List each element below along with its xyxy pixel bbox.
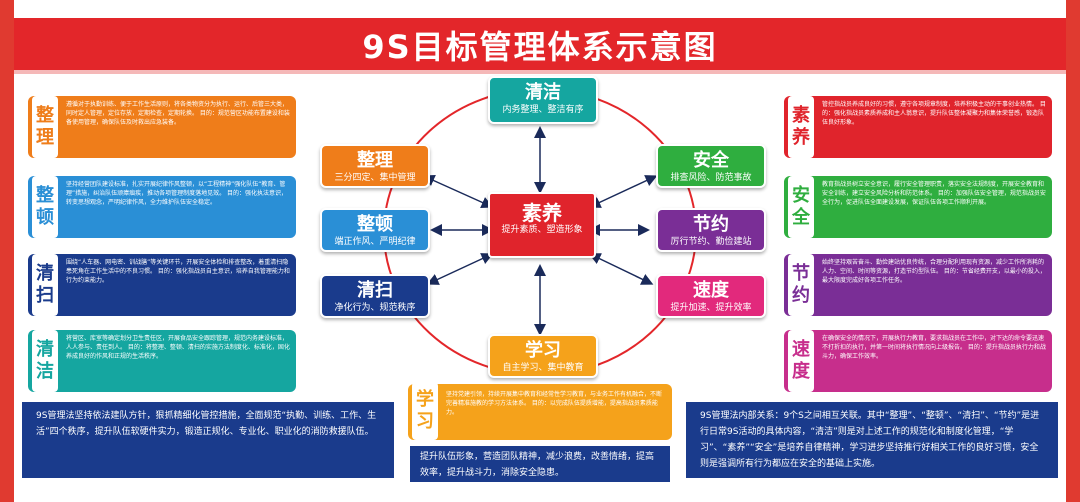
node-anquan: 安全 排查风险、防范事故 <box>656 144 766 188</box>
right-card-anquan: 安全 教育指战员树立安全意识，履行安全管理职责，落实安全法规制度，开展安全教育和… <box>784 176 1052 238</box>
node-subtitle: 排查风险、防范事故 <box>670 173 752 183</box>
node-zhengdun: 整顿 端正作风、严明纪律 <box>320 208 430 252</box>
node-jieyue: 节约 厉行节约、勤俭建站 <box>656 208 766 252</box>
left-card-tag: 整理 <box>32 96 58 158</box>
right-card-jieyue: 节约 始终坚持艰苦奋斗、勤俭建站优良传统，合理分配利用现有资源，减少工作所消耗的… <box>784 254 1052 316</box>
node-title: 清扫 <box>357 280 393 301</box>
left-card-text: 围绕“人车器、网电密、训战膳”等关键环节，开展安全体检和排查整改，着重清扫隐患死… <box>66 259 290 284</box>
left-card-text: 将营区、库室等确定划分卫生责任区，开展食品安全跟踪管理，规范内务建设标准，人人参… <box>66 335 290 360</box>
node-subtitle: 三分四定、集中管理 <box>334 173 416 183</box>
left-card-tag: 整顿 <box>32 176 58 238</box>
node-title: 安全 <box>693 150 729 171</box>
page-title: 9S目标管理体系示意图 <box>362 28 718 66</box>
node-title: 整理 <box>357 150 393 171</box>
node-subtitle: 净化行为、规范秩序 <box>334 303 416 313</box>
bottom-mid-summary: 提升队伍形象，营造团队精神，减少浪费，改善情绪，提高效率，提升战斗力，消除安全隐… <box>408 444 672 484</box>
learn-card-tag: 学习 <box>412 382 438 440</box>
node-title: 节约 <box>693 214 729 235</box>
arrow-r1 <box>588 175 658 208</box>
right-card-tag: 节约 <box>788 254 814 316</box>
node-subtitle: 端正作风、严明纪律 <box>334 237 416 247</box>
bottom-left-summary: 9S管理法坚持依法建队方针，狠抓精细化管控措施，全面规范“执勤、训练、工作、生活… <box>20 400 396 480</box>
node-title: 整顿 <box>357 214 393 235</box>
node-title: 速度 <box>693 280 729 301</box>
right-card-suyang: 素养 管控指战员养成良好的习惯，遵守各项规章制度，培养积极主动的干事创业热情。 … <box>784 96 1052 158</box>
node-subtitle: 厉行节约、勤俭建站 <box>670 237 752 247</box>
right-card-text: 始终坚持艰苦奋斗、勤俭建站优良传统，合理分配利用现有资源，减少工作所消耗的人力、… <box>822 259 1046 284</box>
node-xuexi: 学习 自主学习、集中教育 <box>488 334 598 378</box>
right-card-tag: 素养 <box>788 96 814 158</box>
left-card-qingsao: 清扫 围绕“人车器、网电密、训战膳”等关键环节，开展安全体检和排查整改，着重清扫… <box>28 254 296 316</box>
right-card-tag: 速度 <box>788 330 814 392</box>
node-zhengli: 整理 三分四定、集中管理 <box>320 144 430 188</box>
left-card-text: 坚持经营团队建设标准，扎实开展纪律作风整顿，以“工程精神”强化队伍“教育、管理”… <box>66 181 288 206</box>
left-card-zhengli: 整理 遵循对于执勤训练、便于工作生活原则，将各类物资分为执行、运行、后管三大类，… <box>28 96 296 158</box>
node-title: 清洁 <box>525 82 561 103</box>
node-suyang-center: 素养 提升素质、塑造形象 <box>488 192 596 258</box>
right-card-sudu: 速度 在确保安全的情况下，开展执行力教育，要求指战员在工作中，对下达的命令要迅速… <box>784 330 1052 392</box>
left-card-text: 遵循对于执勤训练、便于工作生活原则，将各类物资分为执行、运行、后管三大类，同时定… <box>66 101 290 126</box>
right-card-text: 教育指战员树立安全意识，履行安全管理职责，落实安全法规制度，开展安全教育和安全训… <box>822 181 1046 206</box>
node-subtitle: 自主学习、集中教育 <box>502 363 584 373</box>
left-card-tag: 清洁 <box>32 330 58 392</box>
node-sudu: 速度 提升加速、提升效率 <box>656 274 766 318</box>
title-bar: 9S目标管理体系示意图 <box>14 18 1066 70</box>
left-card-zhengdun: 整顿 坚持经营团队建设标准，扎实开展纪律作风整顿，以“工程精神”强化队伍“教育、… <box>28 176 296 238</box>
node-subtitle: 提升素质、塑造形象 <box>501 225 583 235</box>
right-card-tag: 安全 <box>788 176 814 238</box>
node-title: 素养 <box>522 201 562 225</box>
node-subtitle: 内务整理、整洁有序 <box>502 105 584 115</box>
node-qingjie: 清洁 内务整理、整洁有序 <box>488 76 598 124</box>
node-qingsao: 清扫 净化行为、规范秩序 <box>320 274 430 318</box>
left-card-tag: 清扫 <box>32 254 58 316</box>
node-title: 学习 <box>525 340 561 361</box>
node-subtitle: 提升加速、提升效率 <box>670 303 752 313</box>
learn-card-text: 坚持党建引领，持续开展集中教育和经常性学习教育，与业务工作有机融合，不断完善精准… <box>446 391 663 416</box>
arrow-r3 <box>588 253 654 285</box>
title-divider <box>14 70 1066 74</box>
arrow-l1 <box>422 174 494 209</box>
bottom-right-summary: 9S管理法内部关系：9个S之间相互关联。其中“整理”、“整顿”、“清扫”、“节约… <box>684 400 1060 480</box>
right-card-text: 管控指战员养成良好的习惯，遵守各项规章制度，培养积极主动的干事创业热情。 目的：… <box>822 101 1046 126</box>
left-card-qingjie: 清洁 将营区、库室等确定划分卫生责任区，开展食品安全跟踪管理，规范内务建设标准，… <box>28 330 296 392</box>
arrow-l3 <box>426 253 494 285</box>
right-card-text: 在确保安全的情况下，开展执行力教育，要求指战员在工作中，对下达的命令要迅速不打折… <box>822 335 1046 360</box>
learn-card: 学习 坚持党建引领，持续开展集中教育和经常性学习教育，与业务工作有机融合，不断完… <box>408 382 672 440</box>
